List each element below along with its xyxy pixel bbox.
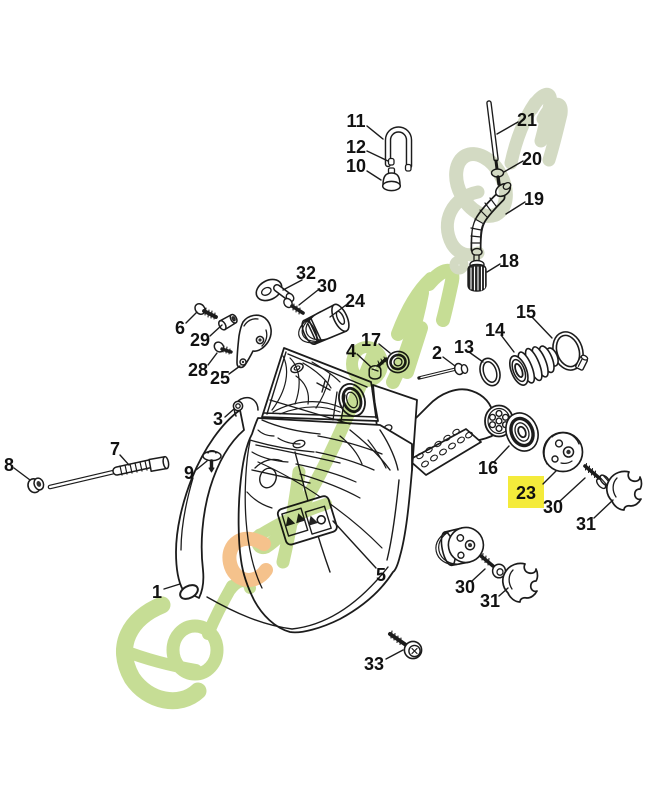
svg-text:31: 31: [576, 514, 596, 534]
svg-text:12: 12: [346, 137, 366, 157]
svg-text:9: 9: [184, 463, 194, 483]
svg-text:30: 30: [317, 276, 337, 296]
svg-text:33: 33: [364, 654, 384, 674]
svg-text:5: 5: [376, 565, 386, 585]
svg-text:30: 30: [455, 577, 475, 597]
svg-text:8: 8: [4, 455, 14, 475]
svg-text:24: 24: [345, 291, 365, 311]
svg-text:31: 31: [480, 591, 500, 611]
svg-text:11: 11: [346, 111, 365, 131]
svg-text:32: 32: [296, 263, 316, 283]
svg-text:14: 14: [485, 320, 505, 340]
svg-text:18: 18: [499, 251, 519, 271]
svg-text:25: 25: [210, 368, 230, 388]
svg-text:16: 16: [478, 458, 498, 478]
svg-text:30: 30: [543, 497, 563, 517]
svg-text:19: 19: [524, 189, 544, 209]
svg-text:29: 29: [190, 330, 210, 350]
svg-text:20: 20: [522, 149, 542, 169]
svg-text:15: 15: [516, 302, 536, 322]
svg-text:3: 3: [213, 409, 223, 429]
svg-text:10: 10: [346, 156, 366, 176]
svg-text:1: 1: [152, 582, 162, 602]
svg-text:23: 23: [516, 483, 536, 503]
svg-text:28: 28: [188, 360, 208, 380]
svg-text:13: 13: [454, 337, 474, 357]
svg-text:2: 2: [432, 343, 442, 363]
svg-text:7: 7: [110, 439, 120, 459]
svg-text:6: 6: [175, 318, 185, 338]
